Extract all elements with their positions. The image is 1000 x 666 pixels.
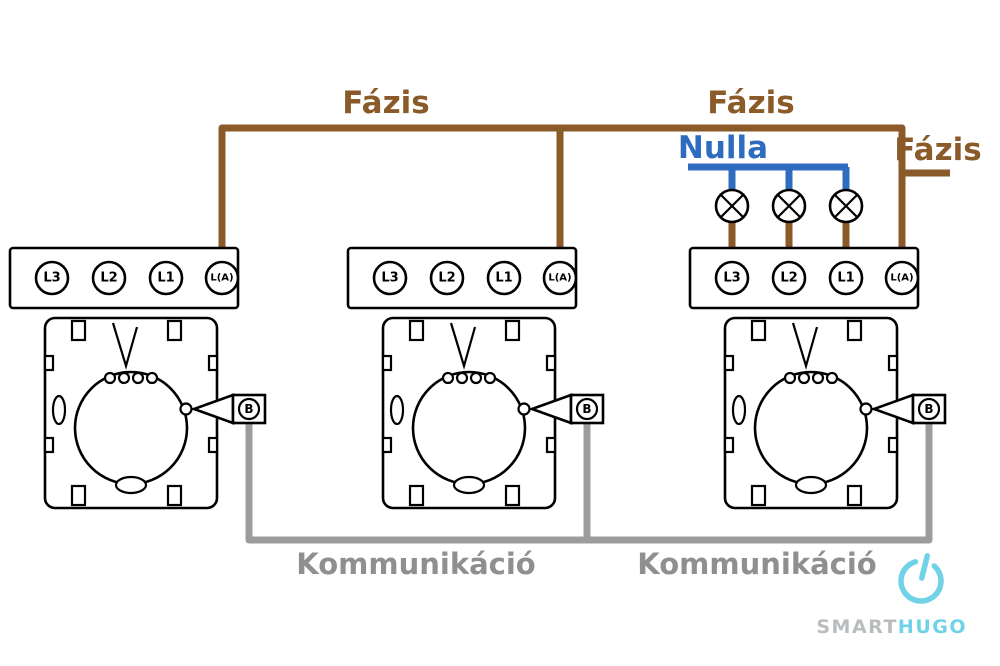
terminal-label-l1: L1 [495, 271, 512, 286]
switch-unit-2: L3 L2 L1 L(A) B [346, 246, 605, 510]
terminal-label-la: L(A) [890, 273, 913, 284]
terminal-label-l1: L1 [837, 271, 854, 286]
switch-symbol-instance [8, 246, 267, 510]
phase-wire [218, 124, 950, 252]
b-terminal-label: B [924, 402, 933, 416]
phase-label-3: Fázis [894, 132, 981, 168]
neutral-wire [688, 163, 850, 191]
b-terminal-label: B [582, 402, 591, 416]
switch-symbol-instance [688, 246, 947, 510]
lamp-cross [834, 194, 858, 218]
power-icon [898, 553, 944, 604]
lamp-icon [771, 188, 807, 224]
logo-text-smart: SMART [816, 616, 898, 638]
lamp-icon [714, 188, 750, 224]
terminal-label-l2: L2 [438, 271, 455, 286]
b-terminal-label: B [244, 402, 253, 416]
lamp-icons [714, 188, 864, 224]
terminal-label-l3: L3 [381, 271, 398, 286]
lamp-to-terminal-wires [728, 221, 850, 250]
terminal-label-l3: L3 [43, 271, 60, 286]
switch-symbol-instance [346, 246, 605, 510]
phase-label-2: Fázis [707, 85, 794, 121]
logo-text: SMARTHUGO [816, 616, 967, 638]
logo-text-hugo: HUGO [898, 616, 967, 638]
communication-wire [245, 421, 933, 544]
comm-label-2: Kommunikáció [637, 547, 876, 581]
comm-label-1: Kommunikáció [296, 547, 535, 581]
neutral-label: Nulla [678, 130, 768, 166]
terminal-label-l1: L1 [157, 271, 174, 286]
terminal-label-la: L(A) [548, 273, 571, 284]
switch-unit-1: L3 L2 L1 L(A) B [8, 246, 267, 510]
phase-label-1: Fázis [342, 85, 429, 121]
lamp-cross [777, 194, 801, 218]
terminal-label-la: L(A) [210, 273, 233, 284]
terminal-label-l2: L2 [780, 271, 797, 286]
lamp-icon [828, 188, 864, 224]
power-icon-bar [918, 553, 931, 581]
lamp-cross [720, 194, 744, 218]
terminal-label-l3: L3 [723, 271, 740, 286]
smarthugo-logo: SMARTHUGO [816, 553, 967, 638]
power-icon-arc [898, 558, 944, 604]
terminal-label-l2: L2 [100, 271, 117, 286]
switch-unit-3: L3 L2 L1 L(A) B [688, 246, 947, 510]
